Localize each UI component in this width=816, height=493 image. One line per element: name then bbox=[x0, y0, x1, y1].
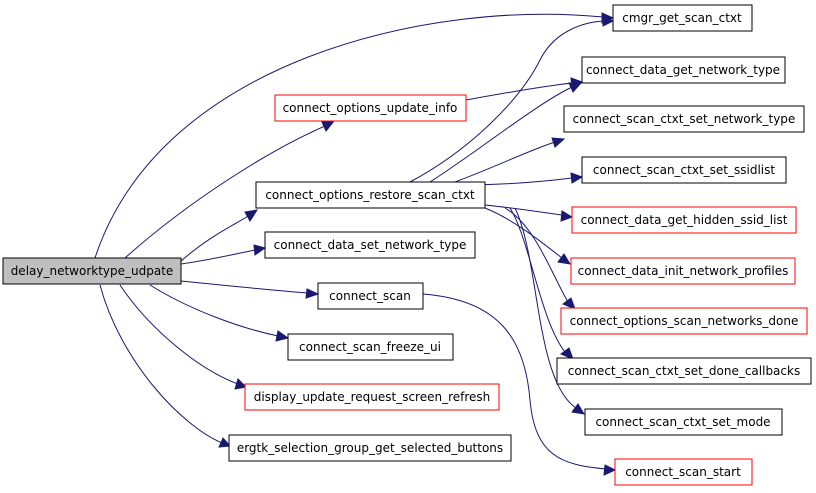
edge-root-to-set-network-type-arrowhead bbox=[253, 244, 267, 256]
edge-restore-to-done-callbacks-arrowhead bbox=[560, 347, 574, 360]
node-connect-options-update-info[interactable]: connect_options_update_info bbox=[274, 94, 467, 122]
node-label-connect-scan-start: connect_scan_start bbox=[625, 465, 741, 479]
node-label-ergtk-selection-group-get-selected-buttons: ergtk_selection_group_get_selected_butto… bbox=[237, 441, 503, 455]
node-label-delay-networktype-udpate: delay_networktype_udpate bbox=[11, 264, 174, 278]
edge-root-to-cmgr-get-scan-ctxt bbox=[94, 13, 604, 259]
node-label-connect-scan: connect_scan bbox=[329, 289, 411, 303]
node-connect-scan-ctxt-set-mode[interactable]: connect_scan_ctxt_set_mode bbox=[584, 408, 783, 436]
edge-restore-to-set-mode-arrowhead bbox=[571, 403, 585, 415]
node-label-connect-scan-ctxt-set-ssidlist: connect_scan_ctxt_set_ssidlist bbox=[593, 163, 775, 177]
node-connect-scan-ctxt-set-network-type[interactable]: connect_scan_ctxt_set_network_type bbox=[563, 105, 805, 133]
node-label-connect-scan-ctxt-set-done-callbacks: connect_scan_ctxt_set_done_callbacks bbox=[568, 364, 800, 378]
edge-root-to-freeze-ui-arrowhead bbox=[275, 330, 290, 342]
node-label-connect-options-scan-networks-done: connect_options_scan_networks_done bbox=[570, 314, 799, 328]
node-connect-data-set-network-type[interactable]: connect_data_set_network_type bbox=[264, 231, 476, 259]
edge-connect-scan-to-scan-start-arrowhead bbox=[603, 464, 617, 476]
edge-root-to-screen-refresh bbox=[119, 284, 239, 385]
node-connect-options-scan-networks-done[interactable]: connect_options_scan_networks_done bbox=[560, 307, 808, 335]
edge-root-to-freeze-ui bbox=[149, 284, 279, 337]
edge-restore-to-hidden-ssid-list-arrowhead bbox=[560, 210, 574, 222]
node-label-connect-scan-freeze-ui: connect_scan_freeze_ui bbox=[299, 340, 441, 354]
node-connect-scan-ctxt-set-done-callbacks[interactable]: connect_scan_ctxt_set_done_callbacks bbox=[556, 357, 812, 385]
node-connect-scan[interactable]: connect_scan bbox=[317, 282, 424, 310]
edge-update-info-to-get-network-type bbox=[465, 82, 573, 101]
edge-root-to-restore-arrowhead bbox=[244, 209, 259, 222]
node-label-cmgr-get-scan-ctxt: cmgr_get_scan_ctxt bbox=[622, 11, 742, 25]
node-connect-data-get-hidden-ssid-list[interactable]: connect_data_get_hidden_ssid_list bbox=[571, 206, 797, 234]
edge-root-to-selected-buttons bbox=[99, 284, 223, 444]
edge-restore-to-init-network-profiles bbox=[484, 207, 563, 259]
node-label-connect-scan-ctxt-set-mode: connect_scan_ctxt_set_mode bbox=[595, 415, 770, 429]
edges bbox=[94, 12, 617, 476]
edge-restore-to-cmgr-get-scan-ctxt bbox=[409, 20, 605, 183]
edge-restore-to-init-network-profiles-arrowhead bbox=[557, 253, 571, 265]
edge-restore-to-ctxt-set-network-type-arrowhead bbox=[551, 137, 566, 148]
nodes: delay_networktype_udpate cmgr_get_scan_c… bbox=[2, 4, 812, 486]
node-display-update-request-screen-refresh[interactable]: display_update_request_screen_refresh bbox=[244, 383, 500, 411]
edge-root-to-screen-refresh-arrowhead bbox=[234, 378, 248, 390]
edge-restore-to-get-network-type-arrowhead bbox=[568, 82, 583, 93]
node-delay-networktype-udpate[interactable]: delay_networktype_udpate bbox=[2, 257, 182, 285]
edge-restore-to-set-ssidlist bbox=[474, 177, 573, 186]
edge-restore-to-get-network-type bbox=[429, 86, 573, 183]
node-cmgr-get-scan-ctxt[interactable]: cmgr_get_scan_ctxt bbox=[612, 4, 753, 32]
node-connect-scan-start[interactable]: connect_scan_start bbox=[614, 458, 753, 486]
node-label-connect-data-init-network-profiles: connect_data_init_network_profiles bbox=[578, 264, 789, 278]
node-label-connect-data-get-network-type: connect_data_get_network_type bbox=[586, 63, 780, 77]
edge-restore-to-set-ssidlist-arrowhead bbox=[570, 172, 584, 184]
edge-root-to-restore-scan-ctxt bbox=[179, 215, 249, 263]
node-label-connect-scan-ctxt-set-network-type: connect_scan_ctxt_set_network_type bbox=[573, 112, 796, 126]
edge-restore-to-hidden-ssid-list bbox=[484, 204, 563, 216]
node-label-display-update-request-screen-refresh: display_update_request_screen_refresh bbox=[254, 390, 491, 404]
edge-root-to-update-info bbox=[124, 125, 326, 259]
node-connect-scan-freeze-ui[interactable]: connect_scan_freeze_ui bbox=[287, 333, 454, 361]
node-label-connect-options-restore-scan-ctxt: connect_options_restore_scan_ctxt bbox=[265, 188, 475, 202]
edge-root-to-set-network-type bbox=[180, 249, 256, 265]
node-connect-options-restore-scan-ctxt[interactable]: connect_options_restore_scan_ctxt bbox=[255, 181, 486, 209]
edge-root-to-selected-buttons-arrowhead bbox=[218, 437, 232, 448]
node-label-connect-options-update-info: connect_options_update_info bbox=[283, 101, 458, 115]
edge-restore-to-scan-networks-done-arrowhead bbox=[562, 297, 576, 310]
edge-root-to-update-info-arrowhead bbox=[321, 120, 336, 132]
node-connect-data-get-network-type[interactable]: connect_data_get_network_type bbox=[581, 56, 786, 84]
edge-restore-to-ctxt-set-network-type bbox=[454, 141, 556, 183]
edge-restore-to-done-callbacks bbox=[509, 207, 566, 353]
edge-root-to-connect-scan-arrowhead bbox=[305, 288, 320, 299]
node-connect-data-init-network-profiles[interactable]: connect_data_init_network_profiles bbox=[570, 257, 796, 285]
node-label-connect-data-set-network-type: connect_data_set_network_type bbox=[274, 238, 467, 252]
node-ergtk-selection-group-get-selected-buttons[interactable]: ergtk_selection_group_get_selected_butto… bbox=[228, 434, 512, 462]
edge-root-to-connect-scan bbox=[180, 280, 309, 294]
node-connect-scan-ctxt-set-ssidlist[interactable]: connect_scan_ctxt_set_ssidlist bbox=[581, 156, 787, 184]
edge-restore-to-cmgr-arrowhead bbox=[602, 15, 615, 27]
edge-connect-scan-to-scan-start bbox=[422, 293, 607, 470]
edge-restore-to-set-mode bbox=[514, 207, 577, 409]
node-label-connect-data-get-hidden-ssid-list: connect_data_get_hidden_ssid_list bbox=[581, 213, 788, 227]
